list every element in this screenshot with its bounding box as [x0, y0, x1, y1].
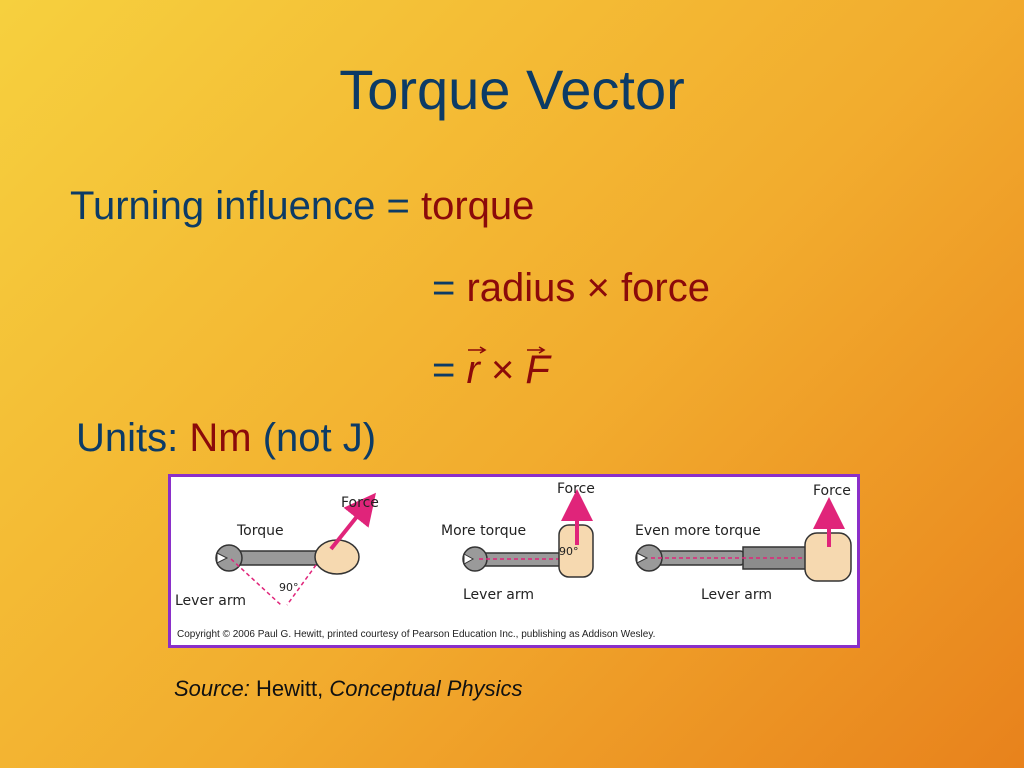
torque-term: torque [420, 184, 535, 228]
units-line: Units: Nm (not J) [76, 418, 376, 458]
panel-3-caption: Even more torque [635, 523, 761, 539]
panel-1-force-label: Force [341, 495, 379, 511]
f-vector: F [525, 346, 550, 392]
panel-2-caption: More torque [441, 523, 527, 539]
wrench-illustration: Torque Force 90° Lever arm More torque F… [168, 474, 860, 648]
source-author: Hewitt, [255, 676, 324, 701]
radius-times-force: radius × force [466, 266, 710, 310]
units-note: (not J) [262, 416, 377, 460]
equals-sign: = [386, 184, 410, 228]
radius-force-line: = radius × force [432, 268, 710, 308]
panel-1-wrench [215, 492, 376, 606]
vector-formula-line: = r × F [432, 346, 550, 392]
units-label: Units: [76, 416, 179, 460]
slide-title: Torque Vector [339, 58, 685, 121]
turning-influence-label: Turning influence [70, 184, 376, 228]
panel-2-force-label: Force [557, 481, 595, 497]
vector-arrow-icon [527, 346, 546, 354]
cross-product-sign: × [490, 348, 515, 392]
panel-3-force-label: Force [813, 483, 851, 499]
force-arrow-icon [329, 492, 376, 551]
hand-icon [314, 539, 360, 575]
copyright-notice: Copyright © 2006 Paul G. Hewitt, printed… [177, 629, 656, 640]
r-vector: r [466, 346, 488, 390]
panel-3-wrench [635, 497, 852, 582]
turning-influence-line: Turning influence = torque [70, 186, 534, 226]
panel-1-angle-label: 90° [279, 581, 299, 594]
panel-2-lever-label: Lever arm [463, 587, 534, 603]
source-prefix: Source: [174, 676, 250, 701]
source-book: Conceptual Physics [329, 676, 523, 701]
panel-3-lever-label: Lever arm [701, 587, 772, 603]
panel-1-caption: Torque [237, 523, 284, 539]
equals-sign: = [432, 348, 456, 392]
source-citation: Source: Hewitt, Conceptual Physics [174, 676, 523, 702]
panel-1-lever-label: Lever arm [175, 593, 246, 609]
panel-2-angle-label: 90° [559, 545, 579, 558]
vector-arrow-icon [468, 346, 488, 354]
panel-2-wrench [462, 489, 594, 578]
units-value: Nm [189, 416, 252, 460]
equals-sign: = [432, 266, 456, 310]
wrench-drawings [215, 489, 852, 606]
